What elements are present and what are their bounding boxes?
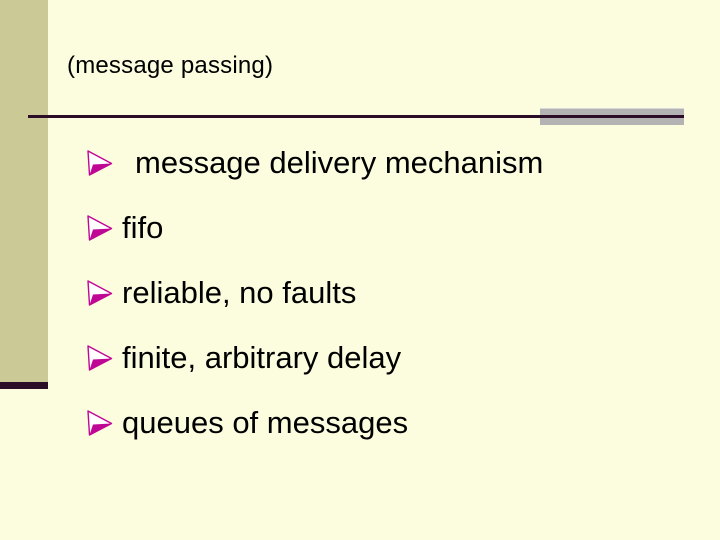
right-arrowhead-icon	[87, 344, 113, 371]
right-arrowhead-icon	[87, 214, 113, 241]
bullet-item: reliable, no faults	[85, 260, 543, 325]
right-arrowhead-icon	[87, 149, 113, 176]
right-arrowhead-icon	[87, 279, 113, 306]
right-arrowhead-icon	[87, 409, 113, 436]
left-accent-bar-underline	[0, 382, 48, 389]
bullet-item: fifo	[85, 195, 543, 260]
bullet-label: finite, arbitrary delay	[122, 339, 402, 375]
bullet-label: fifo	[122, 209, 164, 245]
bullet-item: message delivery mechanism	[85, 130, 543, 195]
bullet-label: queues of messages	[122, 404, 409, 440]
bullet-item: queues of messages	[85, 390, 543, 455]
bullet-list: message delivery mechanism fifo reliable…	[85, 130, 543, 455]
bullet-label: message delivery mechanism	[135, 144, 544, 180]
title-rule	[28, 115, 684, 118]
left-accent-bar	[0, 0, 48, 382]
slide-title: (message passing)	[67, 52, 274, 79]
bullet-item: finite, arbitrary delay	[85, 325, 543, 390]
bullet-label: reliable, no faults	[122, 274, 357, 310]
